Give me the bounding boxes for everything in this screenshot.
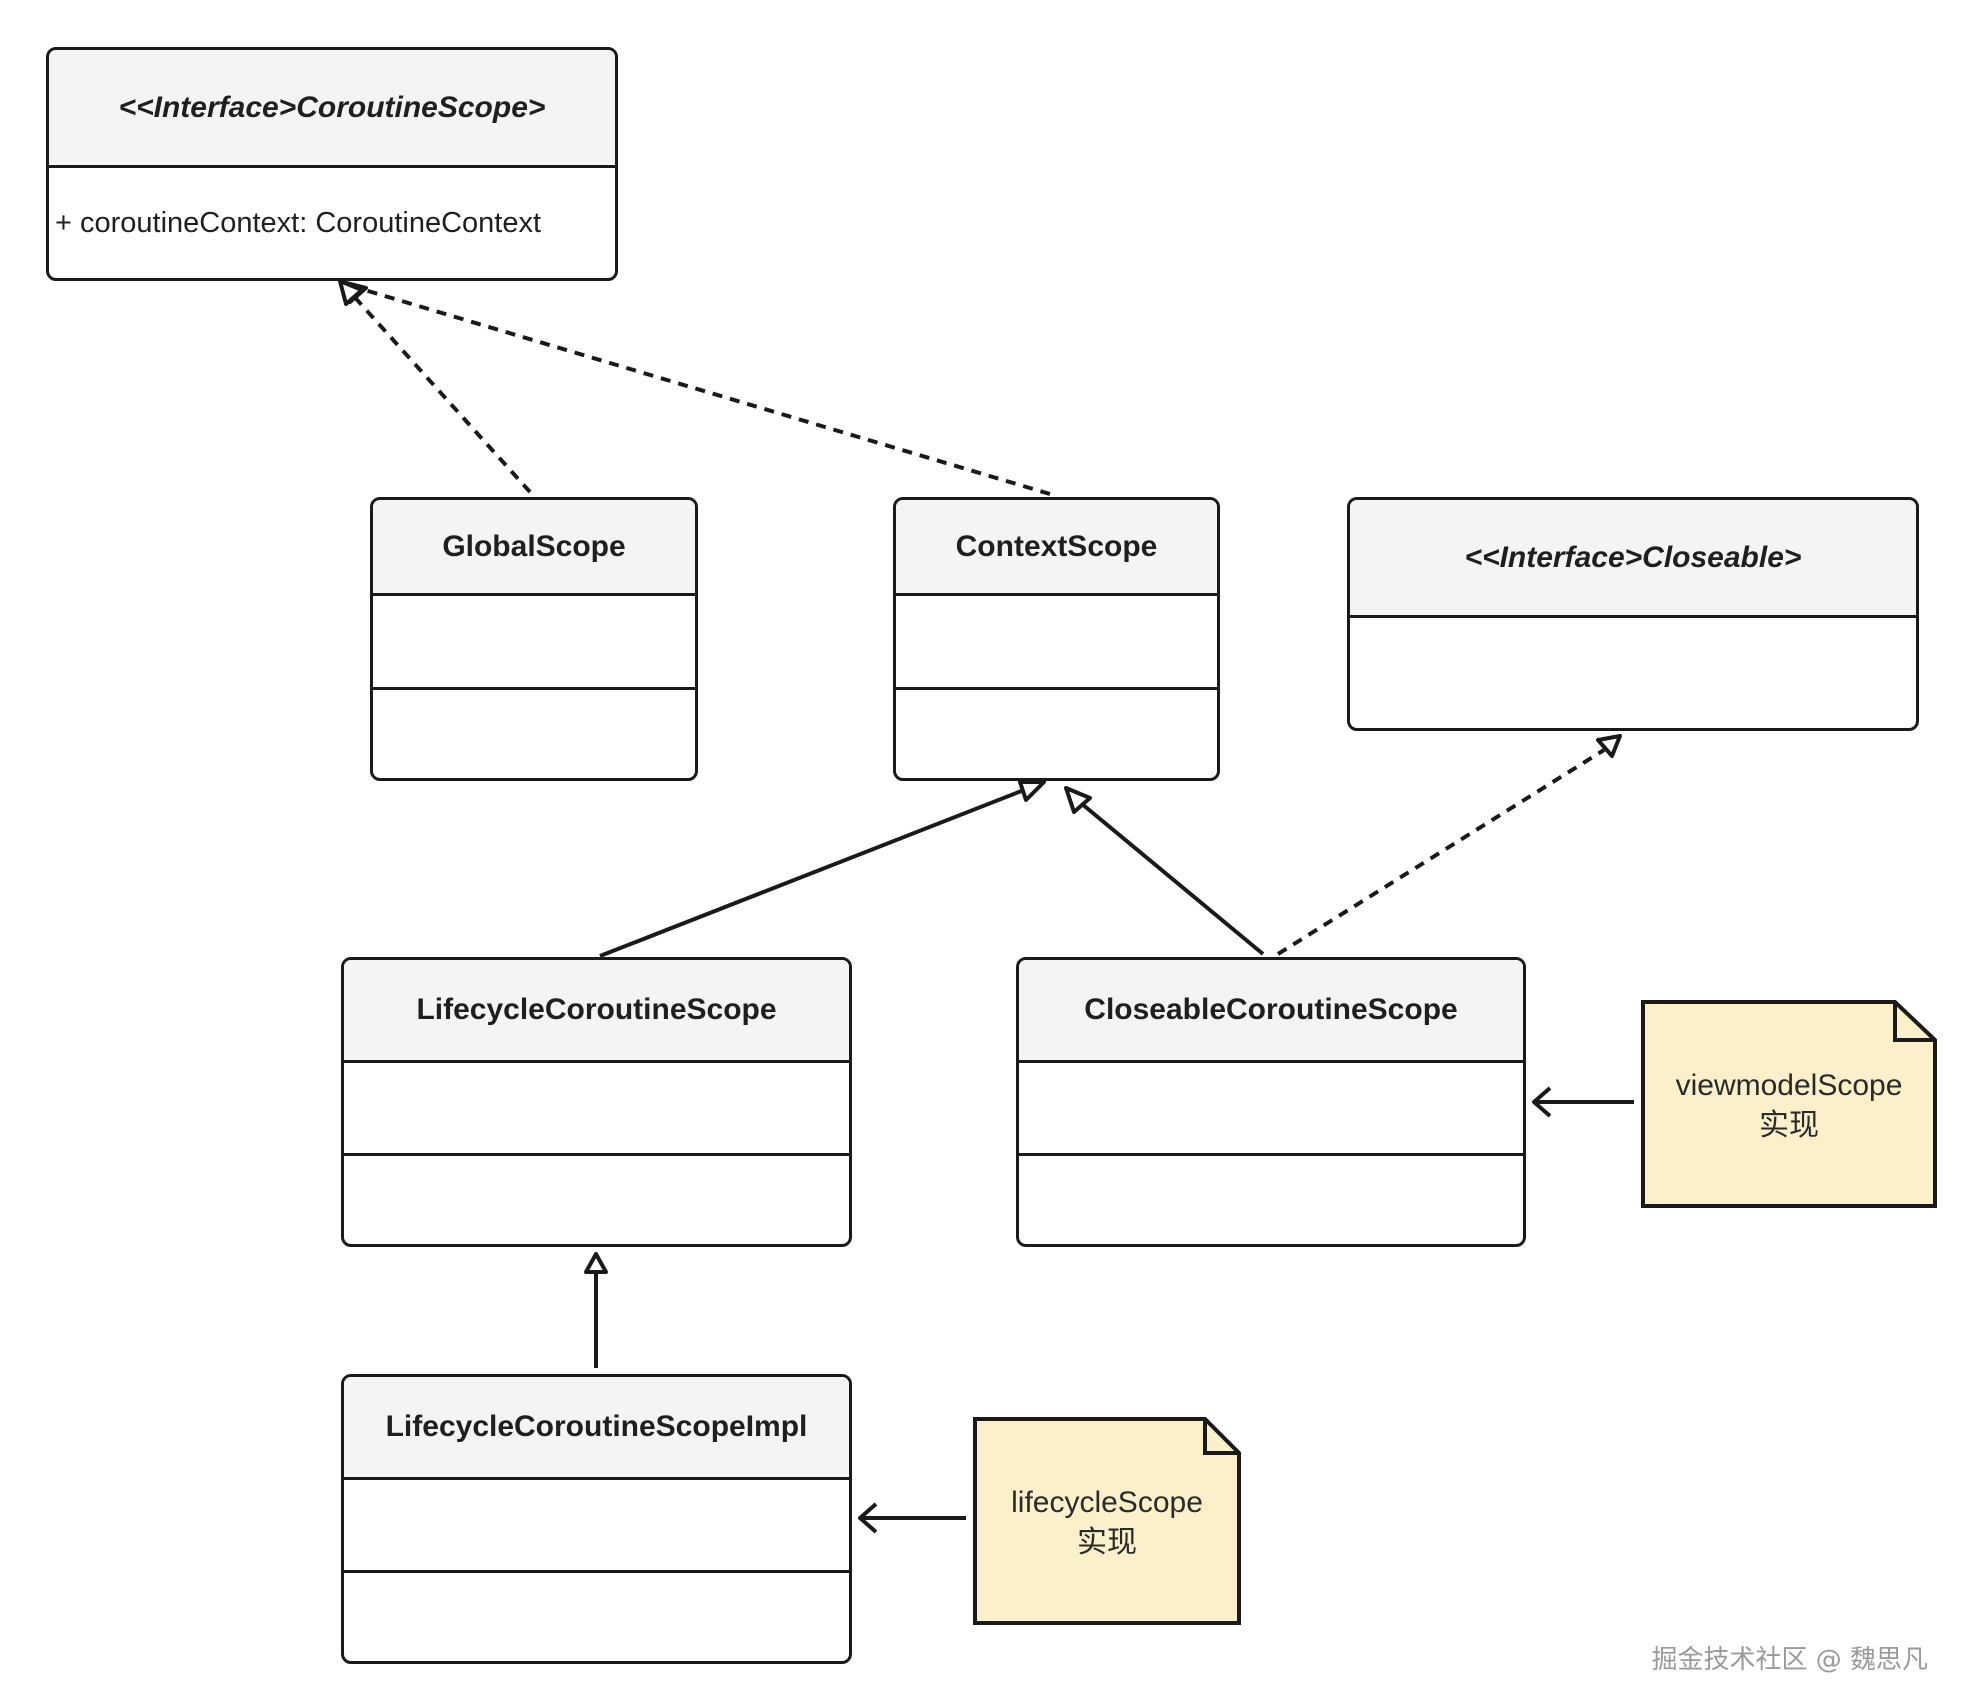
class-closeable-interface: <<Interface>Closeable> <box>1347 497 1919 731</box>
arrowhead-lifecycle <box>584 1252 608 1274</box>
class-methods-section <box>1019 1156 1523 1244</box>
class-attributes-section <box>373 596 695 690</box>
class-methods-section <box>344 1573 849 1661</box>
class-name: <<Interface>Closeable> <box>1350 500 1916 618</box>
class-name: <<Interface>CoroutineScope> <box>49 50 615 168</box>
class-lifecycle-coroutine-scope-impl: LifecycleCoroutineScopeImpl <box>341 1374 852 1664</box>
note-text-line1: viewmodelScope <box>1675 1069 1903 1102</box>
class-methods-section <box>344 1156 849 1244</box>
note-text-line2: 实现 <box>1759 1109 1819 1142</box>
note-text-line1: lifecycleScope <box>1011 1486 1203 1519</box>
arrowhead-closeable-interface <box>1596 734 1622 758</box>
class-name: LifecycleCoroutineScope <box>344 960 849 1063</box>
class-methods-section <box>896 690 1217 778</box>
arrowhead-coroutinescope-2 <box>338 279 364 306</box>
open-arrowhead-viewmodel <box>1532 1086 1552 1118</box>
realization-closeable-to-closeable-interface <box>1276 748 1606 956</box>
class-attribute: + coroutineContext: CoroutineContext <box>55 206 542 239</box>
realization-global-to-coroutinescope <box>348 290 532 494</box>
watermark: 掘金技术社区 @ 魏思凡 <box>1651 1645 1928 1675</box>
arrowhead-context-2 <box>1064 786 1092 814</box>
class-name: LifecycleCoroutineScopeImpl <box>344 1377 849 1480</box>
note-lifecycle-scope: lifecycleScope 实现 <box>973 1417 1241 1625</box>
class-context-scope: ContextScope <box>893 497 1220 781</box>
class-attributes-section <box>344 1063 849 1156</box>
class-body-section <box>1350 618 1916 728</box>
inheritance-closeable-to-context <box>1080 802 1265 956</box>
class-attributes-section <box>344 1480 849 1573</box>
class-name: ContextScope <box>896 500 1217 596</box>
class-lifecycle-coroutine-scope: LifecycleCoroutineScope <box>341 957 852 1247</box>
note-shape <box>1641 1000 1937 1208</box>
inheritance-lifecycle-to-context <box>599 788 1025 958</box>
class-name: CloseableCoroutineScope <box>1019 960 1523 1063</box>
class-attributes-section <box>1019 1063 1523 1156</box>
note-text-line2: 实现 <box>1077 1526 1137 1559</box>
class-global-scope: GlobalScope <box>370 497 698 781</box>
class-closeable-coroutine-scope: CloseableCoroutineScope <box>1016 957 1526 1247</box>
arrowhead-context-1 <box>1018 780 1046 802</box>
note-viewmodel-scope: viewmodelScope 实现 <box>1641 1000 1937 1208</box>
class-methods-section <box>373 690 695 778</box>
realization-context-to-coroutinescope <box>357 286 1051 496</box>
class-attributes-section <box>896 596 1217 690</box>
class-coroutine-scope: <<Interface>CoroutineScope> + coroutineC… <box>46 47 618 281</box>
open-arrowhead-lifecycle <box>858 1502 878 1534</box>
class-name: GlobalScope <box>373 500 695 596</box>
note-shape <box>973 1417 1241 1625</box>
